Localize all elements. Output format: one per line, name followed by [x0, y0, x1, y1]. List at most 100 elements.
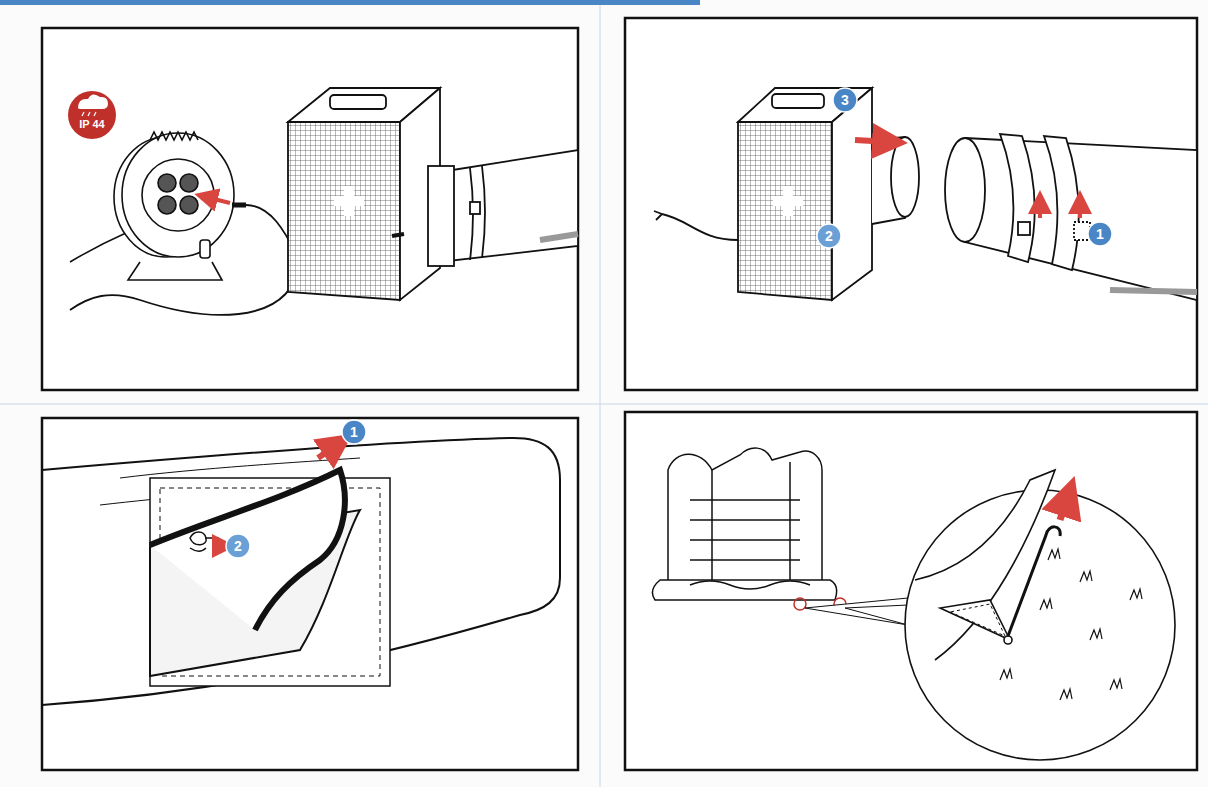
panel-frame — [625, 18, 1197, 390]
air-tube — [440, 150, 578, 262]
blower — [832, 88, 872, 300]
cable-reel — [158, 174, 176, 192]
blower — [654, 211, 662, 220]
zoom-callout — [1004, 636, 1012, 644]
panel-frame — [625, 412, 1197, 770]
bouncy-castle — [652, 580, 836, 600]
air-tube — [1000, 134, 1035, 262]
callout-circle — [342, 420, 366, 444]
inflatable-mat — [190, 532, 219, 551]
blower — [772, 94, 824, 108]
panel-frame — [42, 28, 578, 390]
callout-number: 3 — [841, 93, 849, 107]
red-arrow — [1060, 496, 1068, 520]
cable-reel — [70, 132, 234, 280]
air-tube — [1018, 222, 1030, 235]
air-tube — [1044, 136, 1079, 270]
red-arrow — [855, 140, 890, 142]
red-arrow — [206, 197, 230, 203]
blower — [334, 186, 364, 216]
page-header-band — [600, 5, 601, 787]
red-arrow — [1078, 202, 1082, 218]
callout-number: 1 — [350, 425, 358, 439]
blower — [288, 88, 440, 300]
red-arrow — [1038, 202, 1042, 218]
panel-frame — [625, 412, 1197, 770]
blower — [738, 122, 832, 300]
cable-reel — [122, 133, 234, 257]
panel-frame — [42, 28, 578, 390]
cable-reel — [128, 262, 222, 280]
bouncy-castle — [712, 462, 790, 582]
bouncy-castle — [794, 598, 806, 610]
panel-frame — [42, 418, 578, 770]
red-arrow — [212, 444, 338, 546]
cable-reel — [70, 232, 128, 262]
air-tube — [470, 202, 480, 214]
cable-reel — [200, 240, 210, 258]
bouncy-castle — [668, 448, 822, 582]
air-tube — [945, 134, 1197, 300]
air-tube — [1074, 222, 1090, 240]
air-tube — [470, 166, 485, 260]
blower — [654, 88, 919, 300]
blower — [392, 234, 404, 236]
bouncy-castle — [690, 581, 810, 589]
panel-frame — [42, 418, 578, 770]
callout-number: 1 — [1096, 227, 1104, 241]
ip44-badge — [82, 112, 96, 116]
callout-circle — [817, 224, 841, 248]
red-arrow — [1060, 496, 1068, 520]
blower — [773, 186, 803, 216]
air-tube — [1110, 290, 1197, 292]
cable-reel — [142, 159, 214, 231]
plug-and-cable — [70, 205, 300, 315]
blower — [662, 214, 738, 240]
zoom-callout — [1008, 580, 1030, 636]
blower — [288, 122, 400, 300]
red-arrow — [206, 197, 230, 203]
red-arrow — [318, 444, 338, 458]
panel-frame — [625, 18, 1197, 390]
cable-reel — [180, 196, 198, 214]
ip44-badge — [78, 94, 108, 109]
callout-circle — [833, 88, 857, 112]
page-header-band — [0, 404, 1208, 405]
callout-circle — [1088, 222, 1112, 246]
cable-reel — [180, 174, 198, 192]
callout-circle — [226, 534, 250, 558]
blower — [330, 95, 386, 109]
air-tube — [965, 138, 1197, 300]
callout-number: 2 — [825, 229, 833, 243]
bouncy-castle — [690, 500, 800, 560]
zoom-callout — [1008, 527, 1060, 636]
zoom-callout — [805, 598, 908, 625]
page-header-band — [0, 0, 700, 5]
red-arrow — [212, 544, 224, 548]
plug-and-cable — [232, 203, 246, 208]
callout-circle — [226, 88, 1112, 558]
red-arrow — [855, 140, 1080, 218]
callout-number: 2 — [234, 539, 242, 553]
air-tube — [428, 166, 454, 266]
zoom-callout — [1000, 549, 1142, 700]
zoom-callout — [805, 470, 1175, 760]
air-tube — [428, 150, 578, 266]
inflatable-mat — [42, 438, 560, 705]
plug-and-cable — [70, 262, 300, 315]
bouncy-castle — [652, 448, 846, 610]
air-tube — [945, 138, 985, 242]
cable-reel — [150, 132, 198, 140]
zoom-callout — [940, 600, 1010, 640]
air-tube — [540, 234, 578, 240]
ip44-badge — [68, 91, 116, 139]
rating-badge-text: IP 44 — [79, 119, 105, 130]
inflatable-mat — [42, 438, 560, 705]
blower — [891, 137, 919, 217]
cable-reel — [158, 196, 176, 214]
ip44-badge — [68, 91, 116, 139]
inflatable-mat — [150, 470, 345, 630]
